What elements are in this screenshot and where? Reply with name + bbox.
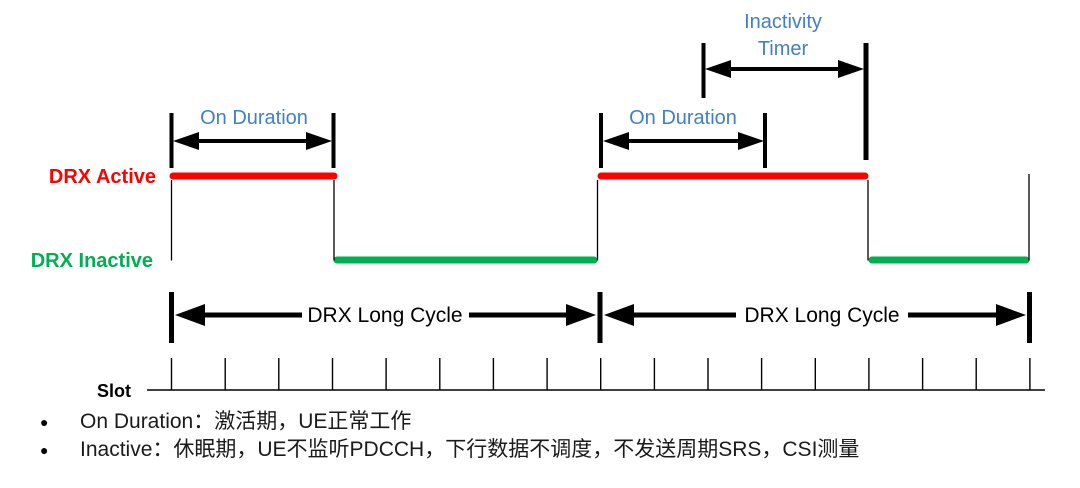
long-cycle-first-label-bg [302, 302, 469, 329]
on-duration-first-left-bound [169, 113, 174, 168]
on-duration-label-second: On Duration [629, 107, 737, 129]
on-duration-second-arrowhead-left [603, 132, 629, 150]
on-duration-first-right-bound [331, 113, 336, 168]
long-cycle-second-label: DRX Long Cycle [744, 304, 899, 327]
on-duration-annotation-second: On Duration [599, 107, 767, 168]
on-duration-first-arrowhead-left [173, 132, 199, 150]
long-cycle-first-arrowhead-right [566, 304, 596, 326]
inactivity-timer-label-line1: Inactivity [744, 11, 822, 33]
on-duration-annotation-first: On Duration [169, 107, 336, 168]
long-cycle-bound-2 [597, 292, 603, 343]
bullet-icon: ● [40, 414, 49, 430]
note-on-duration-text: On Duration：激活期，UE正常工作 [80, 410, 412, 433]
drx-inactive-label: DRX Inactive [31, 250, 153, 272]
notes-list: ● On Duration：激活期，UE正常工作 ● Inactive：休眠期，… [0, 408, 1080, 464]
inactivity-timer-left-bound [701, 43, 706, 98]
drx-timing-diagram: Inactivity Timer On Duration On Duration [31, 11, 1045, 400]
inactivity-timer-arrowhead-right [838, 60, 864, 78]
long-cycle-first-arrowhead-left [175, 304, 205, 326]
bullet-icon: ● [40, 442, 49, 458]
inactivity-timer-arrowhead-left [705, 60, 731, 78]
on-duration-first-arrowhead-right [306, 132, 332, 150]
long-cycle-bound-1 [169, 292, 174, 343]
on-duration-second-left-bound [599, 113, 603, 168]
inactivity-timer-label-line2: Timer [758, 38, 809, 60]
on-duration-label-first: On Duration [200, 107, 308, 129]
long-cycle-bound-3 [1027, 292, 1032, 343]
long-cycle-second-label-bg [736, 302, 908, 329]
long-cycle-second-arrowhead-left [604, 304, 634, 326]
on-duration-second-right-bound [763, 113, 767, 168]
long-cycle-first-label: DRX Long Cycle [307, 304, 462, 327]
drx-waveform: DRX Active DRX Inactive [31, 166, 1030, 272]
on-duration-second-arrowhead-right [738, 132, 764, 150]
long-cycle-second-arrowhead-right [996, 304, 1026, 326]
drx-long-cycle-annotation-second: DRX Long Cycle [604, 292, 1032, 343]
drx-active-label: DRX Active [49, 166, 156, 188]
note-on-duration: ● On Duration：激活期，UE正常工作 [40, 408, 1080, 436]
note-inactive: ● Inactive：休眠期，UE不监听PDCCH，下行数据不调度，不发送周期S… [40, 436, 1080, 464]
drx-long-cycle-annotation-first: DRX Long Cycle [169, 292, 603, 343]
note-inactive-text: Inactive：休眠期，UE不监听PDCCH，下行数据不调度，不发送周期SRS… [80, 438, 860, 461]
slot-label: Slot [97, 381, 131, 400]
inactivity-timer-annotation: Inactivity Timer [701, 11, 869, 160]
slot-axis: Slot [97, 358, 1045, 400]
inactivity-timer-right-bound [863, 43, 869, 160]
